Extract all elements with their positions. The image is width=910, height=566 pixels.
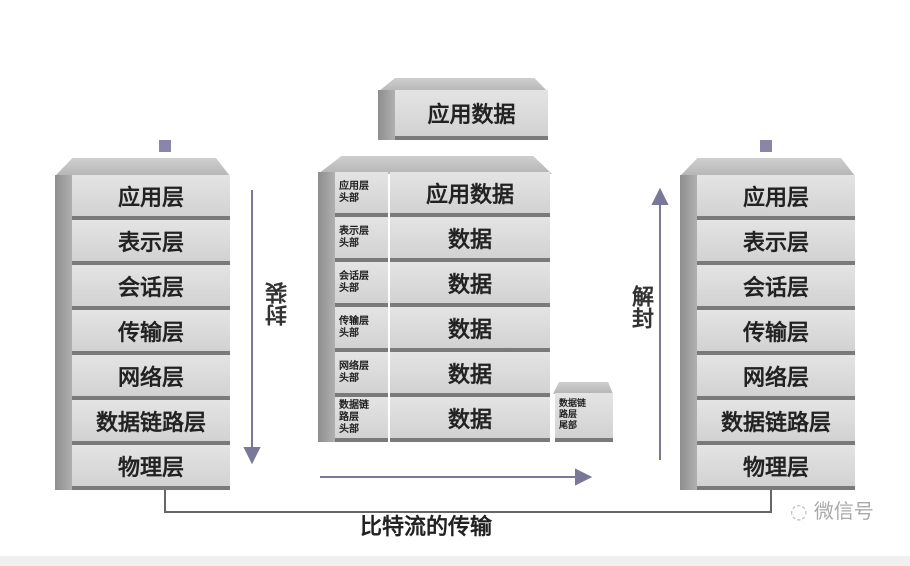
layer-7: 物理层	[72, 445, 230, 490]
header-side	[318, 172, 335, 217]
layer-3: 会话层	[697, 265, 855, 310]
layer-side	[55, 175, 72, 220]
layer-5: 网络层	[697, 355, 855, 400]
layer-side	[55, 355, 72, 400]
layer-side	[680, 175, 697, 220]
header-5: 网络层 头部	[335, 352, 388, 397]
layer-5: 网络层	[72, 355, 230, 400]
layer-1: 应用层	[72, 175, 230, 220]
layer-side	[680, 355, 697, 400]
header-side	[318, 352, 335, 397]
data-1: 应用数据	[390, 172, 550, 217]
stack-top-face	[55, 158, 230, 176]
layer-side	[680, 220, 697, 265]
layer-6: 数据链路层	[697, 400, 855, 445]
trailer-top	[553, 382, 613, 394]
layer-2: 表示层	[72, 220, 230, 265]
layer-3: 会话层	[72, 265, 230, 310]
encapsulation-label: 封装	[266, 282, 291, 326]
layer-4: 传输层	[697, 310, 855, 355]
bitstream-label: 比特流的传输	[360, 515, 493, 540]
stack-top-face	[680, 158, 855, 176]
layer-1: 应用层	[697, 175, 855, 220]
node-marker-left	[159, 140, 171, 152]
decapsulation-label: 解封	[628, 285, 653, 329]
header-3: 会话层 头部	[335, 262, 388, 307]
node-marker-right	[760, 140, 772, 152]
right-arrow-head	[575, 468, 593, 486]
top-block-top	[378, 78, 548, 92]
layer-side	[55, 400, 72, 445]
connector-line	[164, 511, 772, 513]
footer-band	[0, 556, 910, 566]
data-5: 数据	[390, 352, 550, 397]
header-side	[318, 307, 335, 352]
layer-7: 物理层	[697, 445, 855, 490]
down-arrow-head	[243, 447, 261, 465]
layer-2: 表示层	[697, 220, 855, 265]
layer-side	[55, 220, 72, 265]
wechat-icon: ◌	[790, 499, 814, 523]
layer-side	[55, 310, 72, 355]
mid-stack-top	[318, 156, 552, 174]
data-6: 数据	[390, 397, 550, 442]
watermark: ◌ 微信号	[790, 499, 874, 523]
header-side	[318, 217, 335, 262]
connector-line	[164, 490, 166, 512]
data-3: 数据	[390, 262, 550, 307]
header-4: 传输层 头部	[335, 307, 388, 352]
layer-side	[55, 445, 72, 490]
top-block-side	[378, 90, 395, 140]
header-1: 应用层 头部	[335, 172, 388, 217]
header-side	[318, 262, 335, 307]
header-side	[318, 397, 335, 442]
layer-side	[680, 310, 697, 355]
connector-line	[770, 490, 772, 512]
layer-side	[55, 265, 72, 310]
layer-side	[680, 400, 697, 445]
header-6: 数据链 路层 头部	[335, 397, 388, 442]
up-arrow-head	[651, 187, 669, 205]
layer-side	[680, 265, 697, 310]
app-data-block: 应用数据	[395, 90, 548, 140]
header-2: 表示层 头部	[335, 217, 388, 262]
data-2: 数据	[390, 217, 550, 262]
layer-side	[680, 445, 697, 490]
layer-6: 数据链路层	[72, 400, 230, 445]
layer-4: 传输层	[72, 310, 230, 355]
trailer-block: 数据链 路层 尾部	[555, 393, 613, 442]
data-4: 数据	[390, 307, 550, 352]
